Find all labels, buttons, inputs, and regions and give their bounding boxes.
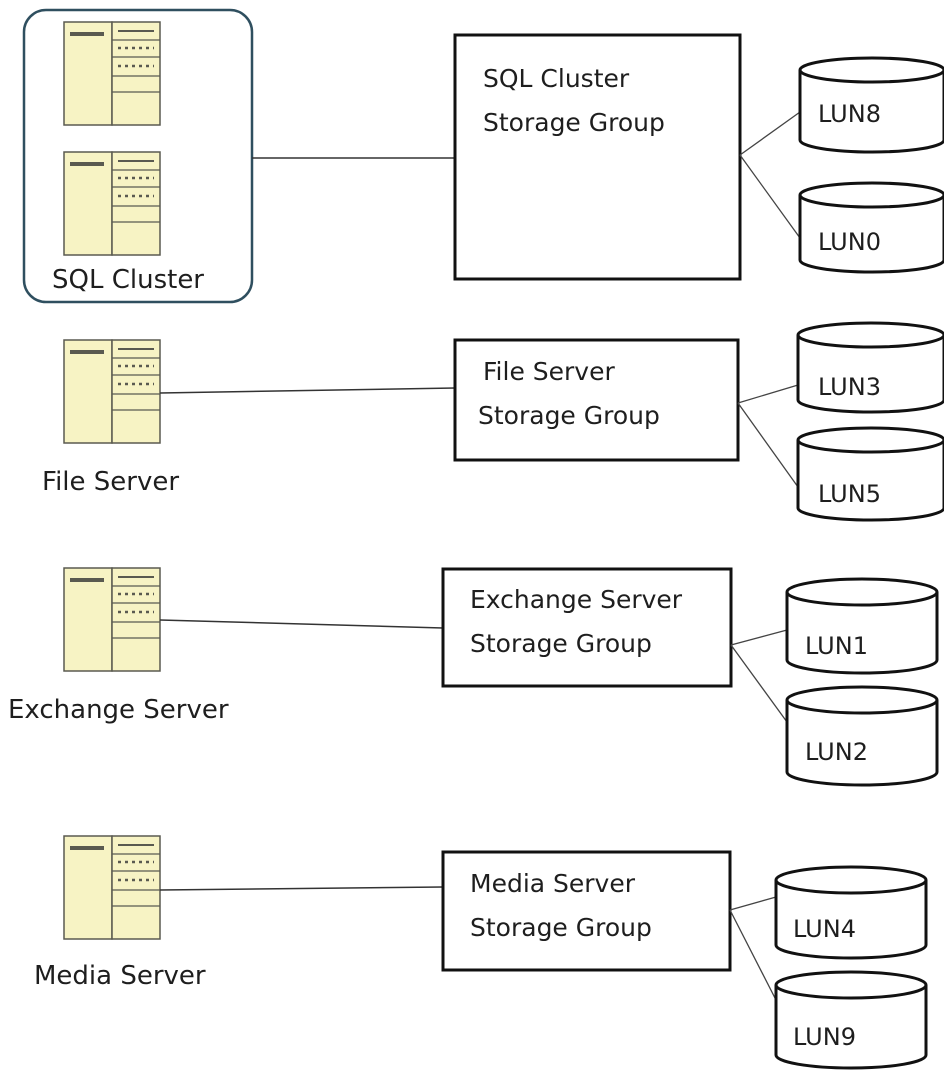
exchange-server-icon [62,566,162,673]
file-server-lun-connector-2 [737,402,799,488]
sql-cluster-label: SQL Cluster [52,265,204,295]
sql-cluster-storage-group-line2: Storage Group [483,108,665,137]
lun2-cylinder: LUN2 [785,685,939,787]
media-server-storage-group-box [441,850,732,972]
file-server-connector [159,387,456,394]
lun1-cylinder: LUN1 [785,577,939,675]
exchange-server-connector [159,619,444,629]
sql-cluster-storage-group-box [453,33,742,281]
file-server-lun-connector-1 [737,384,799,404]
exchange-server-lun-connector-2 [730,644,788,723]
file-server-storage-group-box [453,338,740,462]
lun8-cylinder: LUN8 [798,56,944,154]
file-server-storage-group-line1: File Server [483,357,615,386]
exchange-server-storage-group-box [441,567,733,688]
sql-cluster-server-icon-1 [62,20,162,127]
exchange-server-storage-group-line2: Storage Group [470,629,652,658]
exchange-server-storage-group-line1: Exchange Server [470,585,683,614]
sql-cluster-storage-group-line1: SQL Cluster [483,64,630,93]
media-server-lun-connector-1 [729,896,777,911]
media-server-connector [159,886,444,891]
lun2-label: LUN2 [805,738,868,766]
file-server-icon [62,338,162,445]
file-server-label: File Server [42,467,179,497]
lun0-cylinder: LUN0 [798,181,944,274]
sql-cluster-lun-connector-2 [739,154,801,239]
sql-cluster-server-icon-2 [62,150,162,257]
lun1-label: LUN1 [805,632,868,660]
exchange-server-lun-connector-1 [730,629,788,646]
lun0-label: LUN0 [818,228,881,256]
media-server-storage-group-line2: Storage Group [470,913,652,942]
sql-cluster-lun-connector-1 [739,111,801,156]
lun3-cylinder: LUN3 [796,321,944,414]
lun4-cylinder: LUN4 [774,865,928,960]
lun5-cylinder: LUN5 [796,426,944,522]
media-server-icon [62,834,162,941]
lun9-cylinder: LUN9 [774,970,928,1070]
lun4-label: LUN4 [793,915,856,943]
file-server-storage-group-line2: Storage Group [478,401,660,430]
lun8-label: LUN8 [818,100,881,128]
media-server-lun-connector-2 [729,909,777,1001]
media-server-storage-group-line1: Media Server [470,869,636,898]
media-server-label: Media Server [34,961,206,991]
lun9-label: LUN9 [793,1023,856,1051]
lun3-label: LUN3 [818,373,881,401]
exchange-server-label: Exchange Server [8,695,229,725]
lun5-label: LUN5 [818,480,881,508]
sql-cluster-border [22,8,254,304]
